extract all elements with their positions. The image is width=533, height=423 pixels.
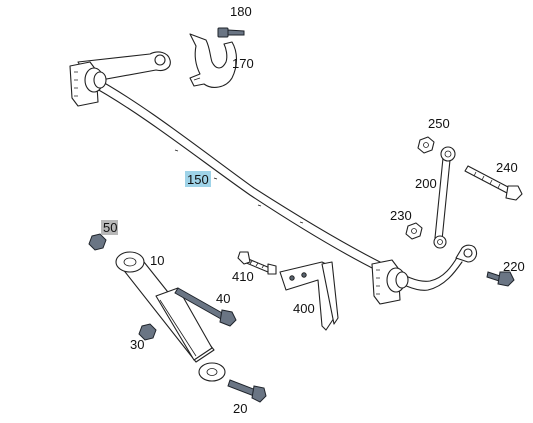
label-20[interactable]: 20 [233, 401, 247, 416]
bolt-20[interactable] [227, 379, 267, 403]
label-150[interactable]: 150 [187, 172, 209, 187]
label-250[interactable]: 250 [428, 116, 450, 131]
stabilizer-bar[interactable] [87, 75, 463, 291]
label-30[interactable]: 30 [130, 337, 144, 352]
bar-mount-right [371, 259, 409, 305]
nut-50[interactable] [88, 233, 107, 251]
label-230[interactable]: 230 [390, 208, 412, 223]
label-170[interactable]: 170 [232, 56, 254, 71]
bolt-220[interactable] [486, 271, 515, 287]
label-200[interactable]: 200 [415, 176, 437, 191]
label-180[interactable]: 180 [230, 4, 252, 19]
link-rod[interactable] [433, 146, 456, 249]
label-400[interactable]: 400 [293, 301, 315, 316]
bolt-240[interactable] [464, 165, 523, 201]
bracket-clamp[interactable] [189, 33, 238, 88]
bolt-410[interactable] [237, 251, 277, 275]
bolt-180[interactable] [217, 27, 245, 38]
label-50-highlight [101, 220, 118, 235]
label-240[interactable]: 240 [496, 160, 518, 175]
label-10[interactable]: 10 [150, 253, 164, 268]
shock-absorber[interactable] [115, 251, 226, 382]
bracket-400[interactable] [279, 261, 339, 331]
bar-mount-left [69, 61, 107, 107]
bolt-40[interactable] [174, 287, 237, 327]
label-150-highlight [185, 171, 211, 187]
nut-250[interactable] [417, 136, 435, 154]
stabilizer-arm-right [455, 244, 478, 263]
label-50[interactable]: 50 [103, 220, 117, 235]
label-40[interactable]: 40 [216, 291, 230, 306]
label-410[interactable]: 410 [232, 269, 254, 284]
nut-230[interactable] [405, 222, 423, 240]
label-220[interactable]: 220 [503, 259, 525, 274]
nut-30[interactable] [138, 323, 157, 341]
